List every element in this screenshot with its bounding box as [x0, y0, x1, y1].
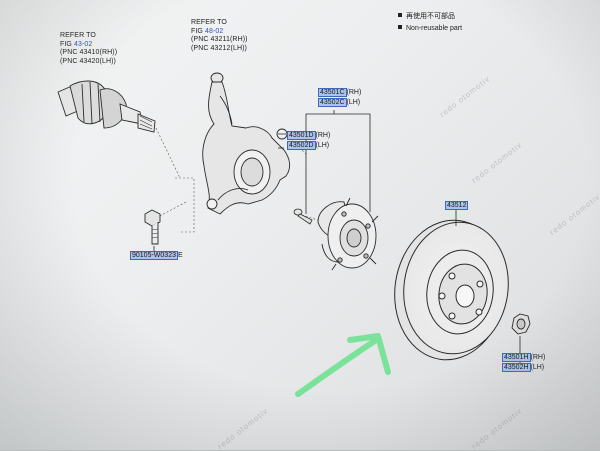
bearing-tag-rh[interactable]: 43501D(RH)	[287, 131, 330, 140]
shaft-fig-line: FIG 43-02	[60, 41, 117, 50]
shaft-fig-link[interactable]: 43-02	[74, 40, 93, 48]
disc-part-number[interactable]: 43512	[445, 201, 469, 210]
knuckle-fig-prefix: FIG	[191, 27, 206, 35]
disc-tag[interactable]: 43512	[445, 201, 469, 210]
hub-tag-lh[interactable]: 43502C(LH)	[318, 98, 360, 107]
nut-part-number-lh[interactable]: 43502H	[502, 363, 531, 372]
drive-shaft-illustration	[57, 80, 156, 133]
knuckle-fig-link[interactable]: 48-02	[205, 27, 224, 35]
bolt-illustration	[144, 209, 161, 245]
bearing-lh-suffix: (LH)	[315, 142, 330, 149]
shaft-refer-to: REFER TO	[60, 32, 96, 39]
hub-bolt-illustration	[293, 208, 313, 225]
hub-rh-suffix: (RH)	[346, 89, 362, 96]
nut-tag-lh[interactable]: 43502H(LH)	[502, 363, 544, 372]
knuckle-reference: REFER TO FIG 48-02 (PNC 43211(RH)) (PNC …	[191, 19, 248, 53]
bullet-icon	[398, 13, 402, 17]
legend-item-english: Non-reusable part	[398, 24, 462, 33]
legend-label-jp: 再使用不可部品	[406, 13, 455, 20]
shaft-reference: REFER TO FIG 43-02 (PNC 43410(RH)) (PNC …	[60, 32, 117, 66]
hub-tag-rh[interactable]: 43501C(RH)	[318, 88, 361, 97]
hub-lh-suffix: (LH)	[346, 99, 361, 106]
knuckle-pnc-rh: (PNC 43211(RH))	[191, 36, 248, 43]
nut-tag-rh[interactable]: 43501H(RH)	[502, 353, 545, 362]
bearing-part-number-lh[interactable]: 43502D	[287, 141, 316, 150]
legend-item-japanese: 再使用不可部品	[398, 12, 455, 21]
knuckle-fig-line: FIG 48-02	[191, 28, 248, 37]
hub-bearing-illustration	[317, 197, 379, 271]
green-pointer-arrow	[295, 333, 391, 397]
hub-part-number-rh[interactable]: 43501C	[318, 88, 347, 97]
bolt-part-number[interactable]: 90105-W0323	[130, 251, 178, 260]
nut-rh-suffix: (RH)	[530, 354, 546, 361]
bearing-rh-suffix: (RH)	[315, 132, 331, 139]
nut-lh-suffix: (LH)	[530, 364, 545, 371]
shaft-fig-prefix: FIG	[60, 40, 75, 48]
shaft-pnc-lh: (PNC 43420(LH))	[60, 57, 116, 65]
steering-knuckle-illustration	[202, 72, 291, 215]
knuckle-pnc-lh: (PNC 43212(LH))	[191, 44, 247, 52]
bearing-part-number-rh[interactable]: 43501D	[287, 131, 316, 140]
shaft-pnc-rh: (PNC 43410(RH))	[60, 49, 118, 56]
knuckle-refer-to: REFER TO	[191, 19, 227, 26]
bolt-suffix: E	[177, 252, 183, 259]
bullet-icon	[398, 25, 402, 29]
bearing-tag-lh[interactable]: 43502D(LH)	[287, 141, 329, 150]
legend-label-en: Non-reusable part	[406, 25, 463, 32]
nut-part-number-rh[interactable]: 43501H	[502, 353, 531, 362]
brake-disc-illustration	[394, 219, 509, 361]
hub-nut-illustration	[511, 313, 531, 335]
hub-part-number-lh[interactable]: 43502C	[318, 98, 347, 107]
